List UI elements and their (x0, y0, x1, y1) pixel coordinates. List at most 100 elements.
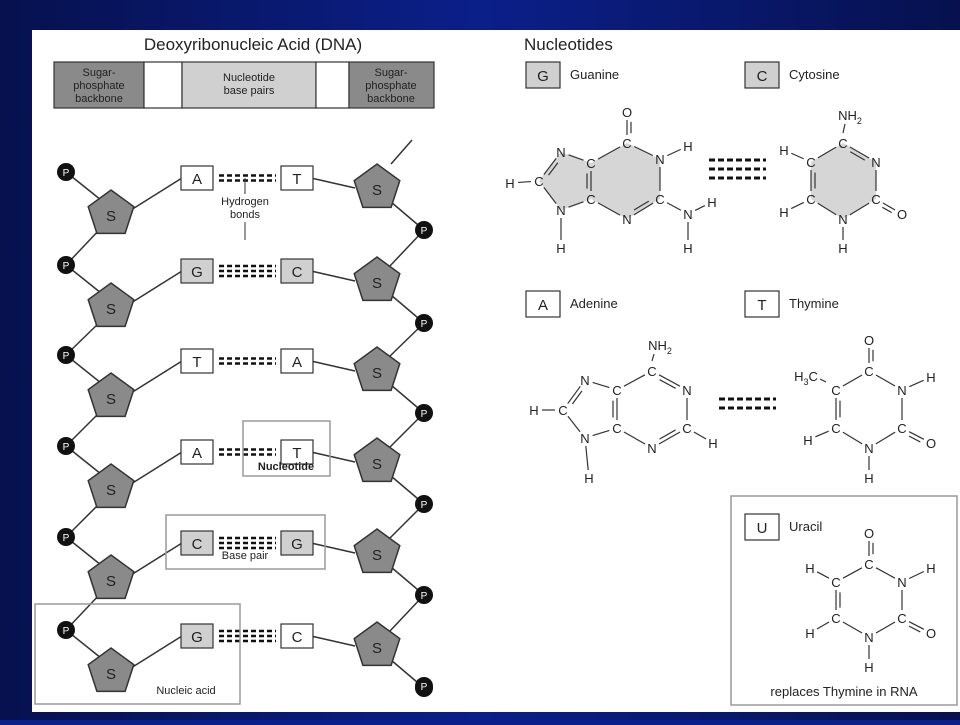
cytosine-atom-o: O (897, 207, 907, 222)
base-right (280, 165, 314, 191)
base-right-letter: C (292, 629, 303, 646)
guanine-atom-n2: N (683, 207, 692, 222)
thymine-methyl-group: H3C (794, 369, 818, 387)
chemical-bond (842, 431, 863, 445)
guanine-atom-c5: C (586, 156, 595, 171)
chemical-bond (517, 180, 532, 184)
chemical-bond (875, 374, 896, 387)
chemical-bond (567, 415, 581, 433)
thymine-letter-box (744, 290, 780, 318)
uracil-letter-box (744, 513, 780, 541)
chemical-bond (543, 158, 557, 175)
cytosine-atom-n1: N (838, 212, 847, 227)
chemical-bond (592, 381, 610, 389)
sugar-right-label: S (372, 456, 382, 473)
phosphate-right (415, 314, 433, 332)
chemical-bond (908, 621, 925, 630)
glycosidic-bond-right (310, 270, 356, 282)
phosphate-left (57, 437, 75, 455)
chemical-bond (816, 571, 830, 579)
hydrogen-bonds (219, 174, 276, 182)
chemical-double-bond (571, 390, 583, 405)
sugar-left-label: S (106, 301, 116, 318)
adenine-atom-h8: H (529, 403, 538, 418)
base-left-letter: A (192, 445, 202, 462)
phosphate-left (57, 621, 75, 639)
sugar-left (87, 282, 135, 328)
sugar-right (353, 437, 401, 483)
phosphate-left-label: P (63, 533, 70, 544)
phosphate-left (57, 346, 75, 364)
thymine-atom-c4: C (864, 364, 873, 379)
chemical-bond (849, 146, 870, 159)
adenine-atom-c5: C (612, 383, 621, 398)
chemical-bond (875, 621, 896, 634)
guanine-atom-n7: N (556, 145, 565, 160)
guanine-atom-h2b: H (683, 241, 692, 256)
phosphate-left-label: P (63, 351, 70, 362)
phosphate-left (57, 256, 75, 274)
chemical-bond (651, 353, 655, 362)
thymine-atom-o2: O (926, 436, 936, 451)
guanine-atom-h2a: H (707, 195, 716, 210)
chemical-bond (882, 202, 896, 211)
chemical-bond (666, 202, 682, 211)
chemical-bond (592, 429, 610, 437)
uracil-atom-n3: N (897, 575, 906, 590)
legend-right-line2: phosphate (365, 80, 416, 92)
molecule-structures: NCCNCCNCNOHNHHHHNH2CNCNCCOHHHNH2NCCNCCNC… (505, 105, 936, 675)
base-left (180, 530, 214, 556)
cytosine-atom-n3: N (871, 155, 880, 170)
chemical-double-bond (548, 162, 559, 176)
chemical-bond (819, 378, 827, 383)
chemical-bond (543, 187, 557, 204)
chemical-double-bond (908, 435, 921, 443)
guanine-atom-c4: C (586, 192, 595, 207)
hydrogen-bonds (219, 264, 276, 278)
phosphate-left-label: P (63, 626, 70, 637)
legend-gap-right (315, 61, 350, 109)
base-left-letter: G (191, 629, 203, 646)
sugar-left-label: S (106, 482, 116, 499)
chemical-bond (623, 374, 646, 387)
legend-left-line1: Sugar- (82, 67, 115, 79)
adenine-thymine-hydrogen-bonds (719, 397, 776, 410)
guanine-atom-h9: H (556, 241, 565, 256)
phosphate-left (57, 528, 75, 546)
legend-center-box (181, 61, 317, 109)
sugar-right (353, 621, 401, 667)
adenine-amino-group: NH2 (648, 338, 672, 356)
backbone-legend (53, 61, 435, 109)
chemical-double-bond (882, 206, 892, 214)
adenine-atom-n9: N (580, 431, 589, 446)
cytosine-letter: C (757, 68, 768, 85)
guanine-cytosine-hydrogen-bonds (709, 158, 766, 180)
base-pair-annotation-label: Base pair (222, 550, 269, 562)
thymine-name: Thymine (789, 296, 839, 311)
glycosidic-bond-left (130, 177, 183, 211)
adenine-name: Adenine (570, 296, 618, 311)
base-left (180, 623, 214, 649)
sugar-left (87, 647, 135, 693)
dna-title: Deoxyribonucleic Acid (DNA) (144, 35, 362, 54)
adenine-atom-c6: C (647, 364, 656, 379)
chemical-bond (908, 431, 925, 440)
thymine-atom-n1: N (864, 441, 873, 456)
thymine-letter: T (757, 297, 766, 314)
uracil-atom-o4: O (864, 526, 874, 541)
thymine-atom-c6: C (831, 421, 840, 436)
nucleotide-annotation-label: Nucleotide (258, 461, 314, 473)
phosphate-right (415, 221, 433, 239)
chemical-bond (790, 201, 805, 210)
cytosine-atom-c2: C (871, 192, 880, 207)
chemical-bond (842, 567, 863, 579)
chemical-bond (585, 445, 589, 471)
chemical-bond (842, 621, 863, 634)
phosphate-right-terminal (415, 677, 433, 695)
sugar-right (353, 256, 401, 302)
nucleotides-title: Nucleotides (524, 35, 613, 54)
